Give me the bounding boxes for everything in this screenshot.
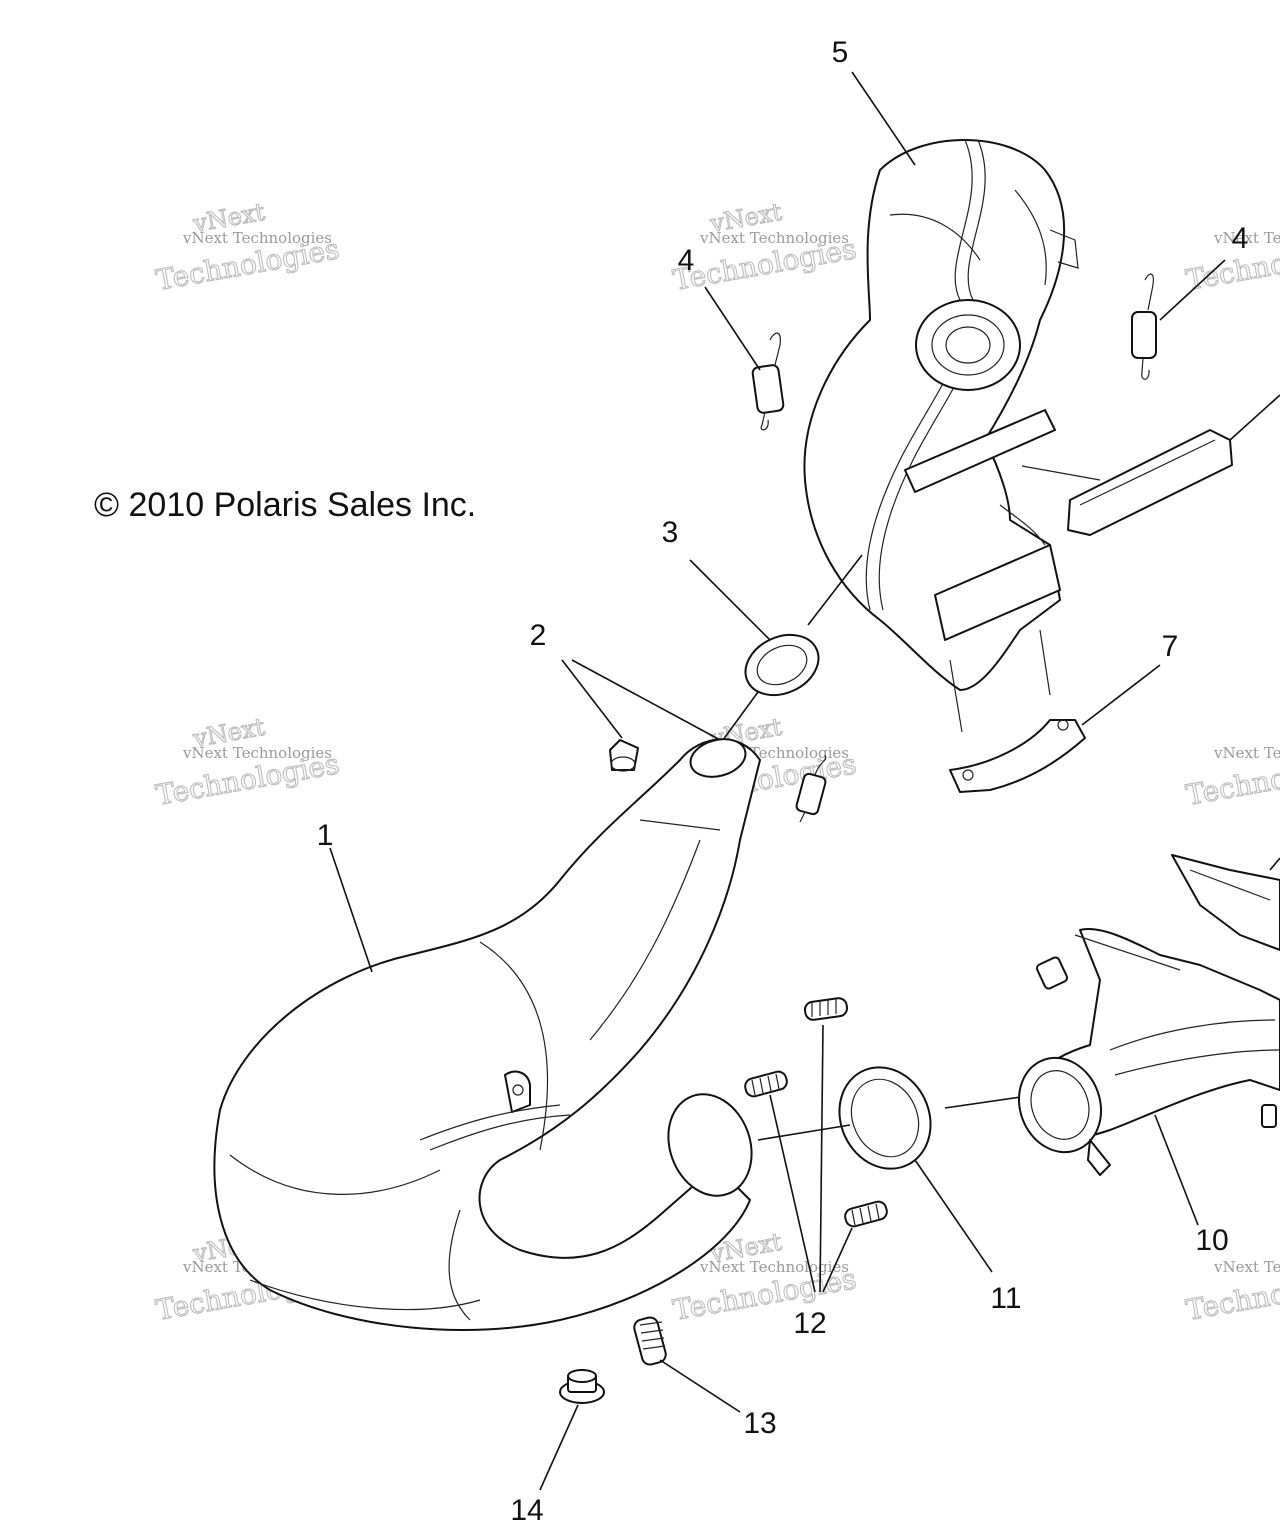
copyright-text: © 2010 Polaris Sales Inc. <box>94 486 476 524</box>
callout-4-right: 4 <box>1232 222 1249 255</box>
callout-10: 10 <box>1195 1224 1228 1257</box>
watermark-text: vNext Technologies <box>1213 744 1280 762</box>
part-11-gasket-ring[interactable] <box>757 1052 1036 1273</box>
watermark-text: vNext Technologies <box>699 1258 849 1276</box>
watermark-text: vNext Technologies <box>1213 1258 1280 1276</box>
part-4-spring-right[interactable] <box>1131 259 1226 380</box>
part-3-gasket[interactable] <box>689 554 863 756</box>
watermark-top-center: vNext vNext Technologies Technologies <box>670 197 859 297</box>
bracket-bar[interactable] <box>1021 394 1280 536</box>
callout-7: 7 <box>1162 630 1179 663</box>
callout-14: 14 <box>510 1494 543 1527</box>
callout-4-left: 4 <box>678 244 695 277</box>
part-7-mount-plate[interactable] <box>949 664 1161 793</box>
watermark-top-left: vNext vNext Technologies Technologies <box>153 197 342 297</box>
watermark-text: vNext Technologies <box>699 229 849 247</box>
leader-5 <box>851 71 916 166</box>
part-5-silencer[interactable] <box>803 139 1079 733</box>
watermark-text: vNext Technologies <box>1213 229 1280 247</box>
watermark-mid-left: vNext vNext Technologies Technologies <box>153 712 342 812</box>
part-13-spring[interactable] <box>632 1316 741 1413</box>
callout-11: 11 <box>990 1282 1021 1315</box>
part-2-plugs[interactable] <box>561 659 736 772</box>
callout-1: 1 <box>317 819 334 852</box>
spring-mid[interactable] <box>795 754 827 823</box>
part-12-springs[interactable] <box>743 997 888 1293</box>
callout-13: 13 <box>743 1407 776 1440</box>
part-4-spring-left[interactable] <box>704 286 785 431</box>
watermark-text: vNext Technologies <box>182 744 332 762</box>
watermark-text: vNext Technologies <box>182 229 332 247</box>
callout-12: 12 <box>793 1307 826 1340</box>
callout-2: 2 <box>530 619 547 652</box>
part-10-exhaust-manifold[interactable] <box>1006 854 1280 1226</box>
watermark-bottom-right: vNext Technologies Technologies <box>1183 1258 1280 1327</box>
callout-3: 3 <box>662 516 679 549</box>
part-14-drain-plug[interactable] <box>539 1369 605 1491</box>
callout-5: 5 <box>832 36 849 69</box>
watermark-mid-right: vNext Technologies Technologies <box>1183 744 1280 812</box>
part-1-expansion-chamber[interactable] <box>213 733 765 1331</box>
